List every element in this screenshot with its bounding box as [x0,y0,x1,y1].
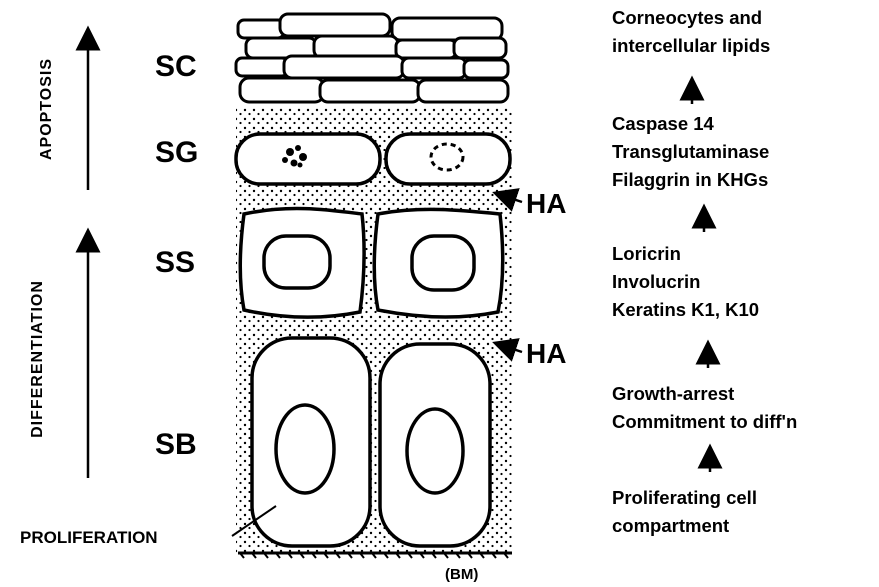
marker-group-growth-arrest: Growth-arrest Commitment to diff'n [612,380,797,436]
ha-upper-label: HA [526,188,566,220]
marker-line: Keratins K1, K10 [612,296,759,324]
marker-group-loricrin: Loricrin Involucrin Keratins K1, K10 [612,240,759,324]
marker-line: Loricrin [612,240,759,268]
marker-group-caspase: Caspase 14 Transglutaminase Filaggrin in… [612,110,769,194]
marker-line: intercellular lipids [612,32,770,60]
stratum-granulosum-cells [236,134,510,184]
layer-label-sc: SC [155,50,197,84]
stratum-corneum-cells [236,14,508,102]
marker-line: compartment [612,512,757,540]
basement-membrane-label: (BM) [445,566,478,583]
marker-line: Corneocytes and [612,4,770,32]
marker-line: Growth-arrest [612,380,797,408]
marker-line: Involucrin [612,268,759,296]
marker-group-corneocytes: Corneocytes and intercellular lipids [612,4,770,60]
marker-line: Proliferating cell [612,484,757,512]
marker-line: Filaggrin in KHGs [612,166,769,194]
apoptosis-label: APOPTOSIS [38,49,56,169]
differentiation-label: DIFFERENTIATION [29,279,47,439]
layer-label-sg: SG [155,136,198,170]
marker-line: Caspase 14 [612,110,769,138]
marker-line: Commitment to diff'n [612,408,797,436]
marker-line: Transglutaminase [612,138,769,166]
marker-group-proliferating: Proliferating cell compartment [612,484,757,540]
proliferation-label: PROLIFERATION [20,528,158,548]
ha-lower-label: HA [526,338,566,370]
layer-label-ss: SS [155,246,195,280]
layer-label-sb: SB [155,428,197,462]
